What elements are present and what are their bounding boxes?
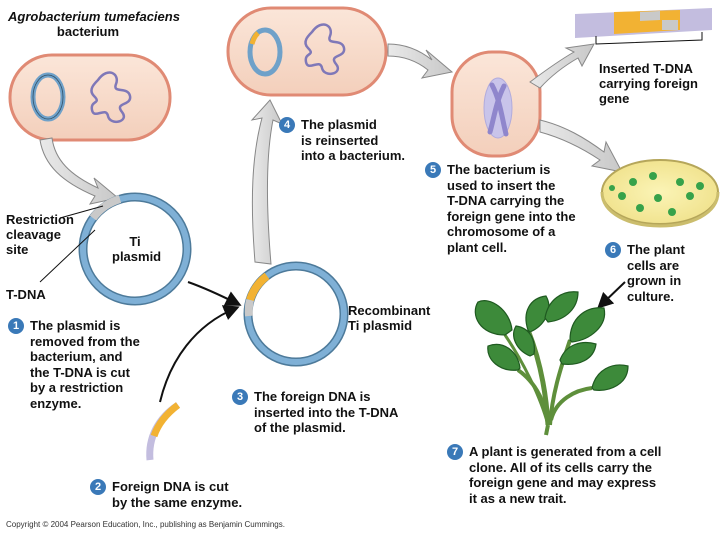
step-number-badge: 5	[425, 162, 441, 178]
plant-cell	[450, 50, 542, 158]
step-line: enzyme.	[30, 395, 82, 411]
bacterium-word: bacterium	[56, 24, 120, 39]
ti-plasmid-line-2: plasmid	[112, 249, 162, 264]
tdna-label: T-DNA	[6, 287, 46, 302]
step-line: grown in	[627, 273, 682, 288]
restriction-line-3: site	[6, 242, 29, 257]
tdna-pointer	[39, 229, 96, 283]
step-7: 7 A plant is generated from a cell clone…	[447, 444, 661, 506]
restriction-site-pointer	[59, 205, 104, 219]
inserted-tdna-line-2: carrying foreign	[599, 76, 698, 91]
arrow-to-inserted-tdna	[529, 43, 595, 89]
step-line: The plant	[627, 242, 685, 257]
step-line: The plasmid is	[30, 318, 121, 333]
step-1-text: The plasmid is removed from the bacteriu…	[30, 318, 140, 411]
step-6: 6 The plant cells are grown in culture.	[605, 242, 685, 304]
step-line: clone. All of its cells carry the	[469, 459, 653, 475]
step-line: The foreign DNA is	[254, 389, 371, 404]
step-number-badge: 2	[90, 479, 106, 495]
step-line: plant cell.	[447, 239, 507, 255]
restriction-line-2: cleavage	[6, 227, 61, 242]
inserted-tdna-label: Inserted T-DNA carrying foreign gene	[599, 61, 698, 106]
step-line: by the same enzyme.	[112, 494, 243, 510]
step-3: 3 The foreign DNA is inserted into the T…	[232, 389, 398, 436]
step-line: it as a new trait.	[469, 490, 567, 506]
step-line: A plant is generated from a cell	[469, 444, 662, 459]
step-line: The plasmid	[301, 117, 377, 132]
step-1: 1 The plasmid is removed from the bacter…	[8, 318, 140, 411]
step-line: removed from the	[30, 333, 140, 349]
step-line: is reinserted	[301, 132, 379, 148]
ti-plasmid	[78, 192, 192, 306]
step-2-text: Foreign DNA is cut by the same enzyme.	[112, 479, 242, 510]
foreign-dna-fragment	[146, 402, 181, 461]
step-number-badge: 1	[8, 318, 24, 334]
arrow-to-bacterium	[250, 99, 284, 265]
recombinant-plasmid	[243, 261, 349, 367]
arrow-to-ti-plasmid	[39, 137, 120, 205]
arrow-foreign-to-recombinant	[159, 305, 240, 403]
step-line: T-DNA carrying the	[447, 193, 565, 208]
restriction-line-1: Restriction	[6, 212, 74, 227]
bacterial-plasmid	[30, 72, 66, 122]
recombinant-line-2: Ti plasmid	[348, 318, 413, 333]
step-2: 2 Foreign DNA is cut by the same enzyme.	[90, 479, 242, 510]
arrow-to-plant	[597, 281, 626, 309]
bacterial-chromosome	[90, 71, 132, 124]
copyright-notice: Copyright © 2004 Pearson Education, Inc.…	[6, 520, 285, 529]
step-number-badge: 6	[605, 242, 621, 258]
step-4-text: The plasmid is reinserted into a bacteri…	[301, 117, 405, 164]
step-3-text: The foreign DNA is inserted into the T-D…	[254, 389, 398, 436]
transgenic-plant	[474, 291, 629, 436]
inserted-tdna-line-1: Inserted T-DNA	[599, 61, 693, 76]
step-6-text: The plant cells are grown in culture.	[627, 242, 685, 304]
step-line: foreign gene and may express	[469, 475, 657, 490]
inserted-tdna-line-3: gene	[599, 91, 630, 106]
restriction-site-label: Restriction cleavage site	[6, 212, 74, 257]
step-number-badge: 4	[279, 117, 295, 133]
species-name: Agrobacterium tumefaciens	[8, 9, 180, 24]
step-line: culture.	[627, 288, 674, 304]
ti-plasmid-label: Ti plasmid	[112, 234, 162, 264]
step-4: 4 The plasmid is reinserted into a bacte…	[279, 117, 405, 164]
step-line: by a restriction	[30, 380, 124, 395]
ti-plasmid-line-1: Ti	[129, 234, 141, 249]
step-5: 5 The bacterium is used to insert the T-…	[425, 162, 576, 255]
bacterium-with-recombinant-plasmid	[226, 6, 388, 97]
arrow-to-petri-dish	[539, 119, 623, 173]
step-line: Foreign DNA is cut	[112, 479, 229, 494]
inserted-tdna-strip	[575, 8, 712, 45]
step-line: The bacterium is	[447, 162, 551, 177]
recombinant-label: Recombinant Ti plasmid	[348, 303, 430, 333]
step-line: of the plasmid.	[254, 420, 346, 435]
bacterium-label: Agrobacterium tumefaciens bacterium	[8, 9, 180, 39]
step-7-text: A plant is generated from a cell clone. …	[469, 444, 661, 506]
step-line: cells are	[627, 257, 680, 273]
step-line: the T-DNA is cut	[30, 364, 130, 380]
step-line: foreign gene into the	[447, 208, 576, 224]
step-line: inserted into the T-DNA	[254, 404, 399, 420]
arrow-to-plant-cell	[387, 43, 454, 79]
step-line: used to insert the	[447, 177, 556, 193]
step-number-badge: 3	[232, 389, 248, 405]
step-number-badge: 7	[447, 444, 463, 460]
step-line: bacterium, and	[30, 349, 123, 364]
step-line: into a bacterium.	[301, 148, 406, 163]
arrow-plasmid-to-recombinant	[187, 281, 242, 306]
step-5-text: The bacterium is used to insert the T-DN…	[447, 162, 576, 255]
step-line: chromosome of a	[447, 224, 556, 239]
recombinant-line-1: Recombinant	[348, 303, 431, 318]
petri-dish	[600, 159, 720, 228]
